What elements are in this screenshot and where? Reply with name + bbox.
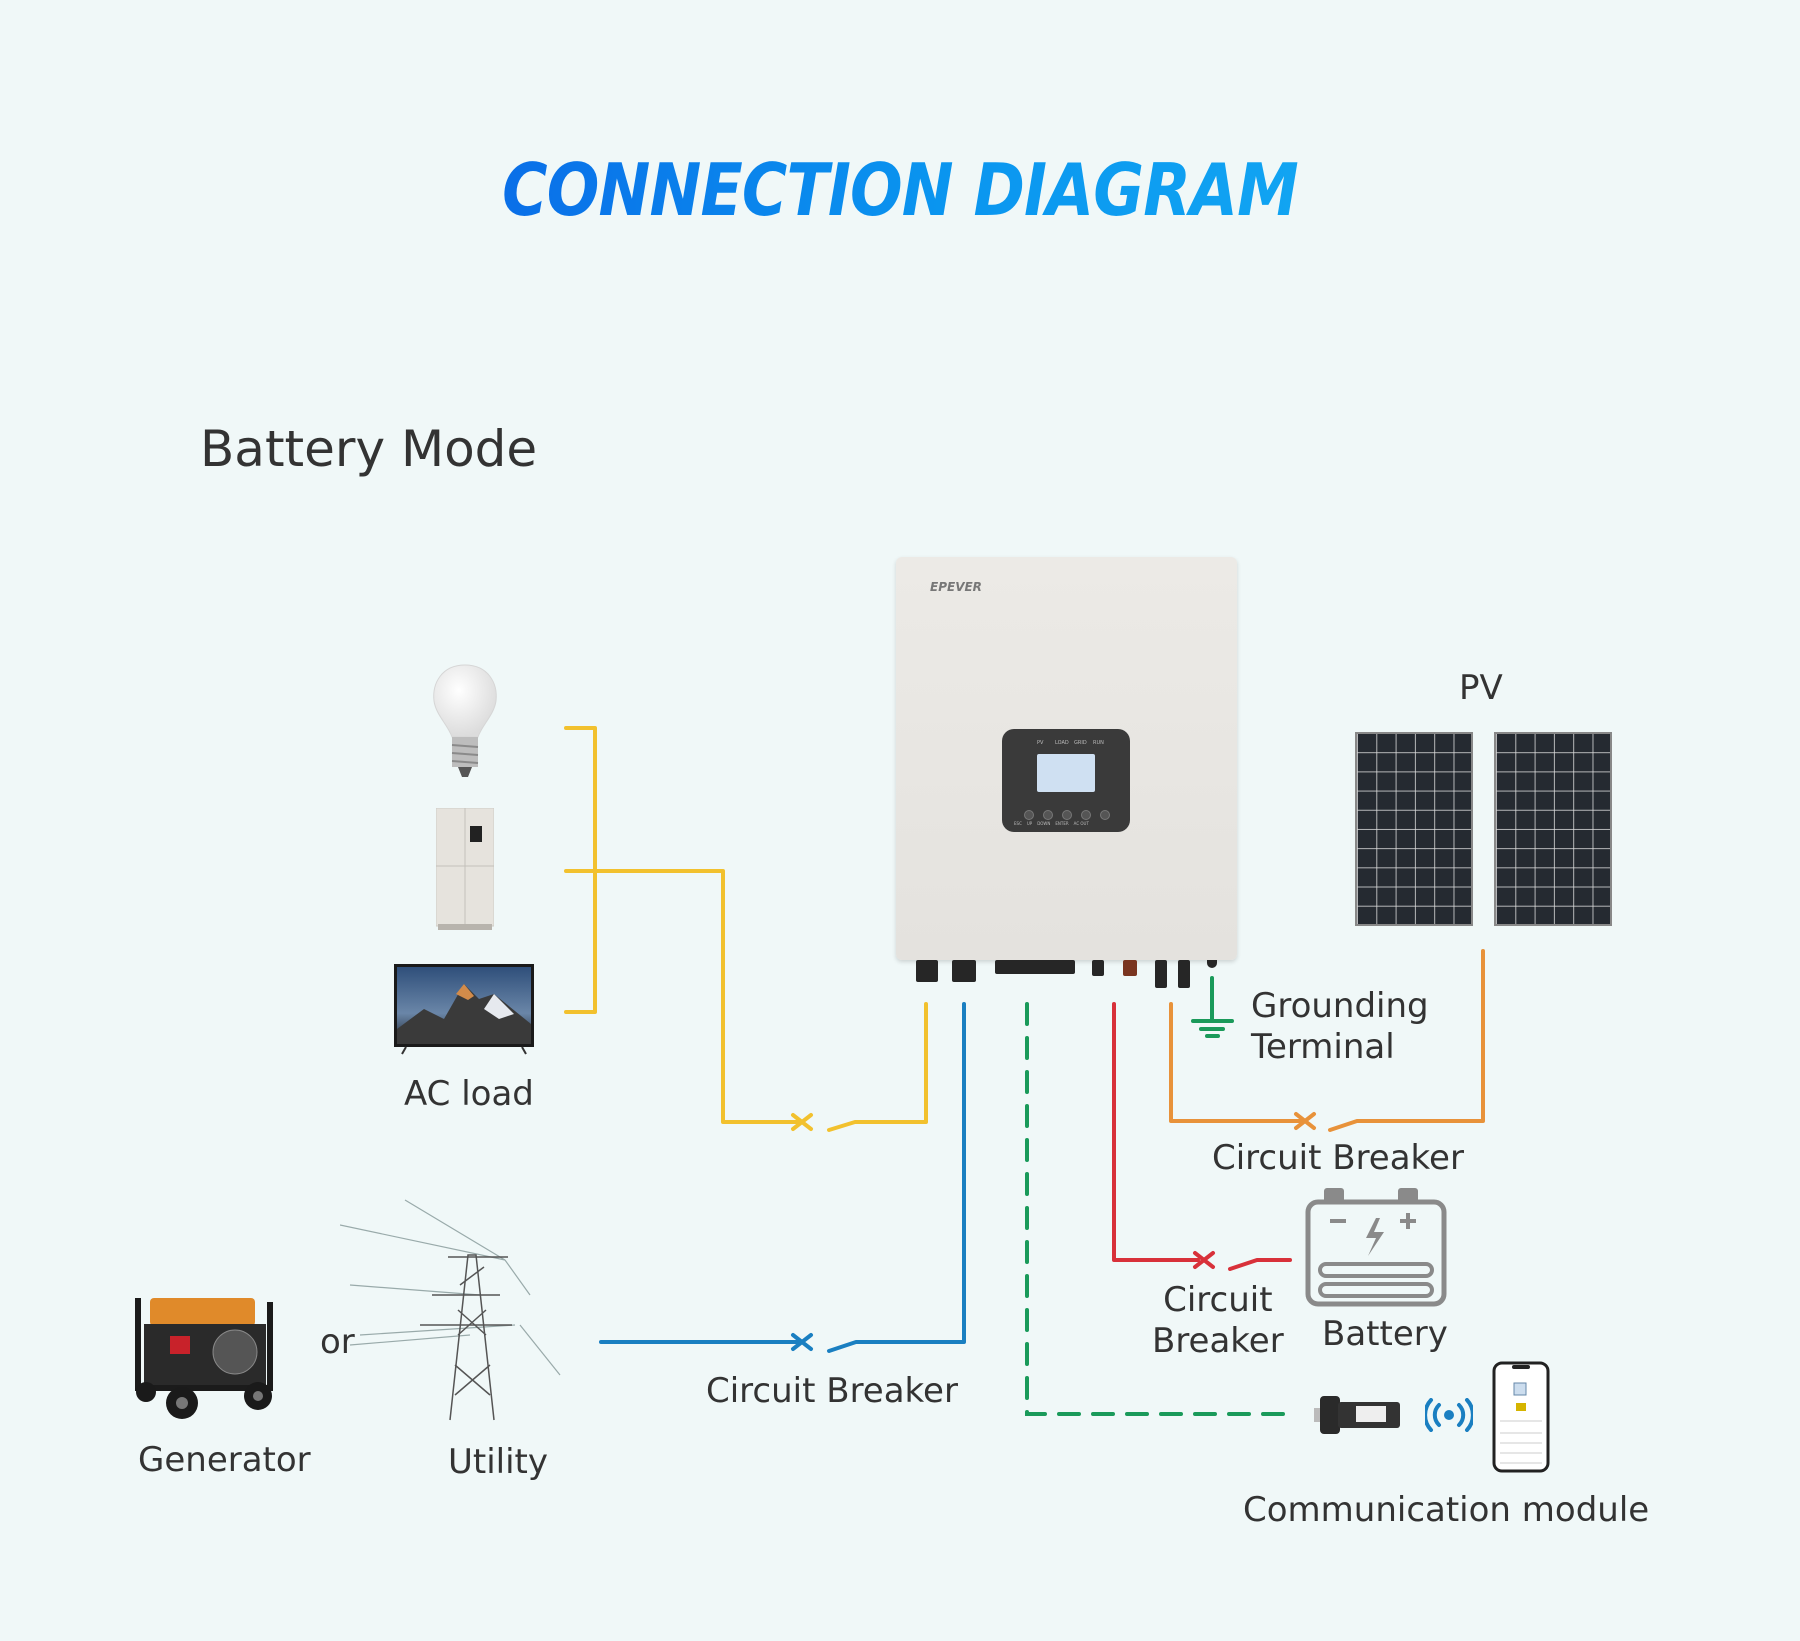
generator-icon [135, 1298, 273, 1419]
grid-breaker-x-icon [791, 1333, 813, 1351]
pv-port-1 [1155, 960, 1167, 988]
refrigerator-icon [436, 808, 494, 930]
grounding-terminal-label: Grounding Terminal [1251, 986, 1429, 1068]
ac-out-port [916, 960, 938, 982]
smartphone-app-icon [1492, 1361, 1550, 1473]
esc-button[interactable] [1024, 810, 1034, 820]
inverter-button-row [1024, 810, 1110, 820]
enter-label: ENTER [1055, 821, 1069, 826]
brand-logo: EPEVER [930, 580, 982, 594]
up-label: UP [1026, 821, 1033, 826]
ac-output-run [593, 869, 802, 1124]
wifi-dongle-icon [1314, 1396, 1400, 1434]
television-icon [394, 964, 534, 1055]
communication-module-label: Communication module [1243, 1490, 1650, 1530]
battery-icon [1305, 1188, 1447, 1307]
down-label: DOWN [1037, 821, 1051, 826]
pv-wire [1169, 949, 1485, 1132]
grounding-line2: Terminal [1251, 1026, 1395, 1067]
utility-tower-icon [340, 1199, 561, 1421]
battery-wire [1112, 1002, 1292, 1271]
ground-port [1207, 960, 1217, 968]
ac-input-wire [599, 1002, 966, 1353]
indicator-run: RUN [1093, 740, 1104, 746]
esc-label: ESC [1014, 821, 1022, 826]
indicator-load: LOAD [1055, 740, 1069, 746]
ac-output-breaker-x-icon [791, 1113, 813, 1131]
ac-out-button[interactable] [1100, 810, 1110, 820]
lcd-screen [1037, 754, 1095, 792]
solar-panel-2 [1494, 732, 1612, 926]
ac-load-label: AC load [404, 1074, 534, 1114]
ac-in-port [952, 960, 976, 982]
generator-label: Generator [138, 1440, 311, 1480]
solar-panel-1 [1355, 732, 1473, 926]
battery-pos-port [1123, 960, 1137, 976]
up-button[interactable] [1043, 810, 1053, 820]
down-button[interactable] [1062, 810, 1072, 820]
pv-port-2 [1178, 960, 1190, 988]
pv-breaker-lever [1328, 949, 1485, 1132]
utility-label: Utility [448, 1442, 549, 1482]
pv-label: PV [1459, 668, 1503, 708]
grounding-symbol-icon [1191, 976, 1234, 1038]
or-label: or [320, 1322, 355, 1362]
pv-circuit-breaker-label: Circuit Breaker [1212, 1138, 1464, 1178]
light-bulb-icon [433, 664, 497, 777]
enter-button[interactable] [1081, 810, 1091, 820]
battery-breaker-line1: Circuit [1163, 1280, 1273, 1320]
battery-breaker-line2: Breaker [1152, 1320, 1284, 1361]
battery-label: Battery [1322, 1314, 1448, 1354]
communication-wire [1025, 1002, 1287, 1416]
battery-neg-port [1092, 960, 1104, 976]
grid-circuit-breaker-label: Circuit Breaker [706, 1371, 958, 1411]
grounding-line1: Grounding [1251, 986, 1429, 1026]
pv-breaker-x-icon [1294, 1112, 1316, 1130]
ac-out-label: AC OUT [1073, 821, 1089, 826]
wireless-signal-icon [1425, 1398, 1473, 1432]
comm-ports [995, 960, 1075, 974]
grid-breaker-lever [827, 1002, 966, 1353]
indicator-pv: PV [1037, 740, 1044, 746]
ac-output-wire [564, 726, 928, 1132]
page-title: CONNECTION DIAGRAM [126, 148, 1674, 232]
title-text: CONNECTION DIAGRAM [502, 148, 1299, 232]
battery-circuit-breaker-label: Circuit Breaker [1152, 1280, 1284, 1362]
battery-breaker-lever [1228, 1258, 1292, 1271]
ac-output-breaker-lever [827, 1002, 928, 1132]
inverter-button-labels: ESC UP DOWN ENTER AC OUT [1014, 821, 1089, 826]
mode-heading: Battery Mode [200, 420, 538, 478]
battery-breaker-x-icon [1193, 1251, 1215, 1269]
indicator-grid: GRID [1074, 740, 1087, 746]
